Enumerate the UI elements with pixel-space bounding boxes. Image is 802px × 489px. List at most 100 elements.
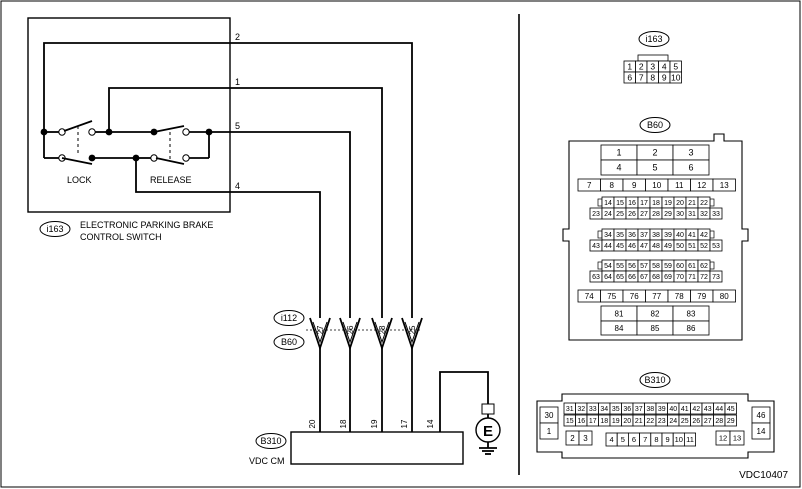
b60-pin-61: 61 [685,259,699,272]
b60-pin-66: 66 [625,270,639,283]
b310-pin-5: 5 [616,432,629,447]
svg-text:43: 43 [704,406,712,413]
svg-text:27: 27 [704,418,712,425]
release-label: RELEASE [150,175,192,185]
svg-text:55: 55 [616,263,624,270]
wire-1 [108,87,383,318]
conn-b310-tag: B310 [644,375,665,385]
svg-text:4: 4 [662,62,667,72]
i163-pin-10: 10 [669,71,682,84]
conn-i163-tag-oval [638,31,670,47]
svg-text:59: 59 [664,263,672,270]
svg-text:22: 22 [646,418,654,425]
svg-text:34: 34 [604,232,612,239]
b60-pin-85: 85 [636,320,674,336]
conn-b60-tag: B60 [647,120,663,130]
b310-pin-21: 21 [632,414,645,427]
b60-pin-58: 58 [649,259,663,272]
b60-pin-45: 45 [613,239,627,252]
switch-pin-1: 1 [235,77,240,87]
b60-pin-29: 29 [661,207,675,220]
b310-pin-38: 38 [644,402,657,415]
svg-text:65: 65 [616,274,624,281]
b60-pin-59: 59 [661,259,675,272]
b60-pin-83: 83 [672,305,710,322]
b60-pin-41: 41 [685,228,699,241]
b310-pin-10: 10 [672,432,685,447]
svg-text:46: 46 [628,243,636,250]
svg-text:19: 19 [664,200,672,207]
b310-pin-30: 30 [539,406,559,424]
b60-pin-50: 50 [673,239,687,252]
b310-pin-18: 18 [598,414,611,427]
svg-text:72: 72 [700,274,708,281]
b60-pin-6: 6 [672,159,710,176]
b310-pin-44: 44 [713,402,726,415]
b310-pin-8: 8 [650,432,663,447]
svg-text:13: 13 [733,434,741,443]
b60-pin-33: 33 [709,207,723,220]
svg-text:44: 44 [715,406,723,413]
svg-text:14: 14 [757,427,766,436]
junction-pin-27: 27 [309,317,331,432]
b310-pin-43: 43 [701,402,714,415]
svg-text:3: 3 [650,62,655,72]
b60-pin-11: 11 [667,178,691,192]
svg-text:63: 63 [592,274,600,281]
svg-text:18: 18 [652,200,660,207]
svg-text:18: 18 [600,418,608,425]
svg-text:8: 8 [610,181,615,190]
svg-text:83: 83 [687,309,696,318]
svg-text:81: 81 [615,309,624,318]
b60-pin-62: 62 [697,259,711,272]
svg-text:15: 15 [566,418,574,425]
svg-text:25: 25 [616,211,624,218]
svg-text:16: 16 [577,418,585,425]
svg-text:68: 68 [652,274,660,281]
svg-text:35: 35 [616,232,624,239]
vdc-tag-oval [255,433,287,449]
b60-pin-51: 51 [685,239,699,252]
b60-pin-86: 86 [672,320,710,336]
svg-text:51: 51 [688,243,696,250]
b60-pin-49: 49 [661,239,675,252]
b60-pin-40: 40 [673,228,687,241]
lock-label: LOCK [67,175,92,185]
svg-text:12: 12 [697,181,706,190]
b60-pin-39: 39 [661,228,675,241]
b60-pin-37: 37 [637,228,651,241]
svg-text:67: 67 [640,274,648,281]
svg-text:7: 7 [587,181,592,190]
b310-pin-45: 45 [724,402,737,415]
svg-text:31: 31 [566,406,574,413]
b310-pin-7: 7 [639,432,652,447]
i163-key [637,54,669,62]
svg-text:86: 86 [687,324,696,333]
svg-text:5: 5 [652,163,657,173]
b60-pin-5: 5 [636,159,674,176]
i163-pin-4: 4 [658,60,671,73]
junction-pin-28: 28 [371,317,393,432]
vdc-pin-18: 18 [339,419,348,428]
b310-pin-16: 16 [575,414,588,427]
wire-5 [209,131,351,318]
b60-pin-48: 48 [649,239,663,252]
b60-pin-23: 23 [589,207,603,220]
release-switch [109,125,213,165]
vdc-pin-14: 14 [426,419,435,428]
i163-pin-1: 1 [623,60,636,73]
svg-text:21: 21 [688,200,696,207]
svg-text:24: 24 [604,211,612,218]
svg-text:5: 5 [621,435,625,444]
switch-label-line1: ELECTRONIC PARKING BRAKE [80,220,213,230]
b310-pin-27: 27 [701,414,714,427]
i163-pin-6: 6 [623,71,636,84]
vdc-cm-box [290,431,464,465]
svg-text:45: 45 [616,243,624,250]
b60-pin-60: 60 [673,259,687,272]
svg-text:2: 2 [639,62,644,72]
b60-pin-65: 65 [613,270,627,283]
